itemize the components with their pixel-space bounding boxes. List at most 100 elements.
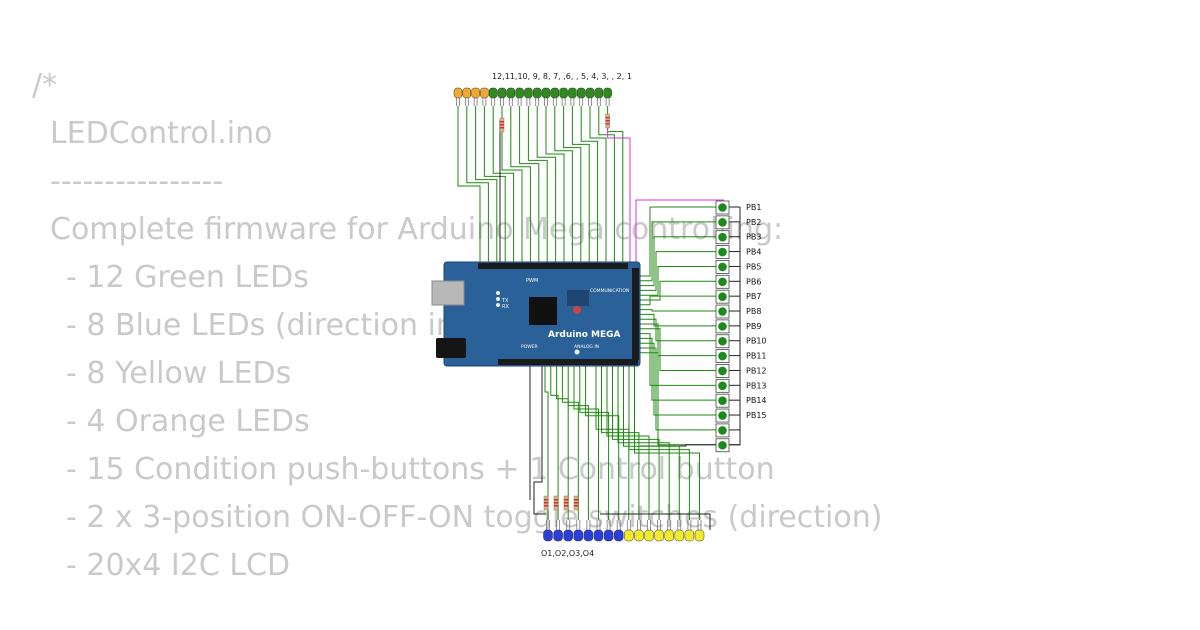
arduino-mega-board[interactable]: PWM TX RX COMMUNICATION Arduino MEGA POW… [431,261,641,367]
led [488,87,498,99]
code-line: - 15 Condition push-buttons + 1 Control … [66,452,775,487]
led [593,529,604,542]
button-column: PB1PB2PB3PB4PB5PB6PB7PB8PB9PB10PB11PB12P… [715,200,767,453]
wire [567,365,589,520]
button-label: PB7 [746,292,761,301]
wire [639,333,716,386]
led [613,529,624,542]
wire [475,106,498,263]
wire [623,365,680,520]
push-button-cap [718,292,727,301]
wire [606,365,650,520]
push-button-cap [718,396,727,405]
board-name: Arduino MEGA [548,330,621,340]
resistor-band [500,124,504,126]
code-line: - 20x4 I2C LCD [66,548,291,583]
push-button-cap [718,277,727,287]
resistor-band [574,505,578,507]
push-button-cap [718,366,727,376]
wire [561,365,579,520]
resistor-band [564,502,568,504]
led [553,529,563,542]
reset-button[interactable] [573,306,581,314]
button-label: PB1 [746,203,761,212]
led [506,87,516,99]
resistor-band [564,499,568,501]
led [541,87,551,99]
power-label: POWER [521,344,538,350]
code-line: - 2 x 3-position ON-OFF-ON toggle switch… [66,500,883,535]
wire [612,365,660,520]
tx-label: TX [501,298,509,304]
wire [607,128,631,263]
button-label: PB6 [746,277,761,286]
wire [639,206,716,277]
resistor-band [554,502,558,504]
wire [580,106,599,263]
power-led [574,349,580,355]
comm-block [567,290,589,306]
code-line: /* [32,68,58,103]
led [497,87,507,99]
resistor-band [544,505,548,507]
push-button-cap [718,440,727,450]
led [603,529,614,542]
led [563,529,573,542]
led [624,529,634,542]
code-line: - 8 Blue LEDs (direction in [66,308,455,343]
wire [579,365,610,520]
led [634,529,644,542]
wire [527,106,548,263]
status-led [496,297,500,301]
wire [634,365,700,520]
wire [585,365,620,520]
wire [598,106,615,263]
status-led [496,291,500,295]
power-jack [436,338,466,358]
resistor-band [544,502,548,504]
wire [607,106,624,263]
push-button-cap [718,218,727,227]
wire [554,106,573,263]
push-button-cap [718,411,727,420]
led [462,87,472,99]
wire [639,342,716,416]
led [471,87,480,99]
push-button-cap [718,247,727,257]
resistor-band [605,123,610,125]
button-label: PB4 [746,248,761,257]
top-header [478,263,628,269]
resistor-band [574,499,578,501]
wire [573,365,599,520]
wire [457,106,481,263]
led [694,529,705,542]
wire [639,265,716,296]
wire [466,106,489,263]
led [664,529,674,542]
wire [639,337,716,401]
wire [519,106,540,263]
button-label: PB12 [746,366,767,375]
button-label: PB14 [746,396,767,405]
wire [639,352,716,446]
resistor-band [500,127,504,129]
led [515,87,524,99]
resistor-band [605,117,610,119]
code-line: ---------------- [50,164,224,199]
wire [639,347,716,431]
analog-label: ANALOG IN [574,344,599,350]
button-label: PB10 [746,337,767,346]
button-label: PB2 [746,218,761,227]
code-line: - 4 Orange LEDs [66,404,310,439]
resistor-band [500,121,504,123]
led [585,87,595,99]
push-button-cap [718,351,727,361]
bottom-header [498,359,638,365]
wire [639,309,716,312]
led [583,529,594,542]
led [573,529,584,542]
wire [601,365,640,520]
wire [550,365,559,520]
wire [563,106,582,263]
wire [639,323,716,357]
